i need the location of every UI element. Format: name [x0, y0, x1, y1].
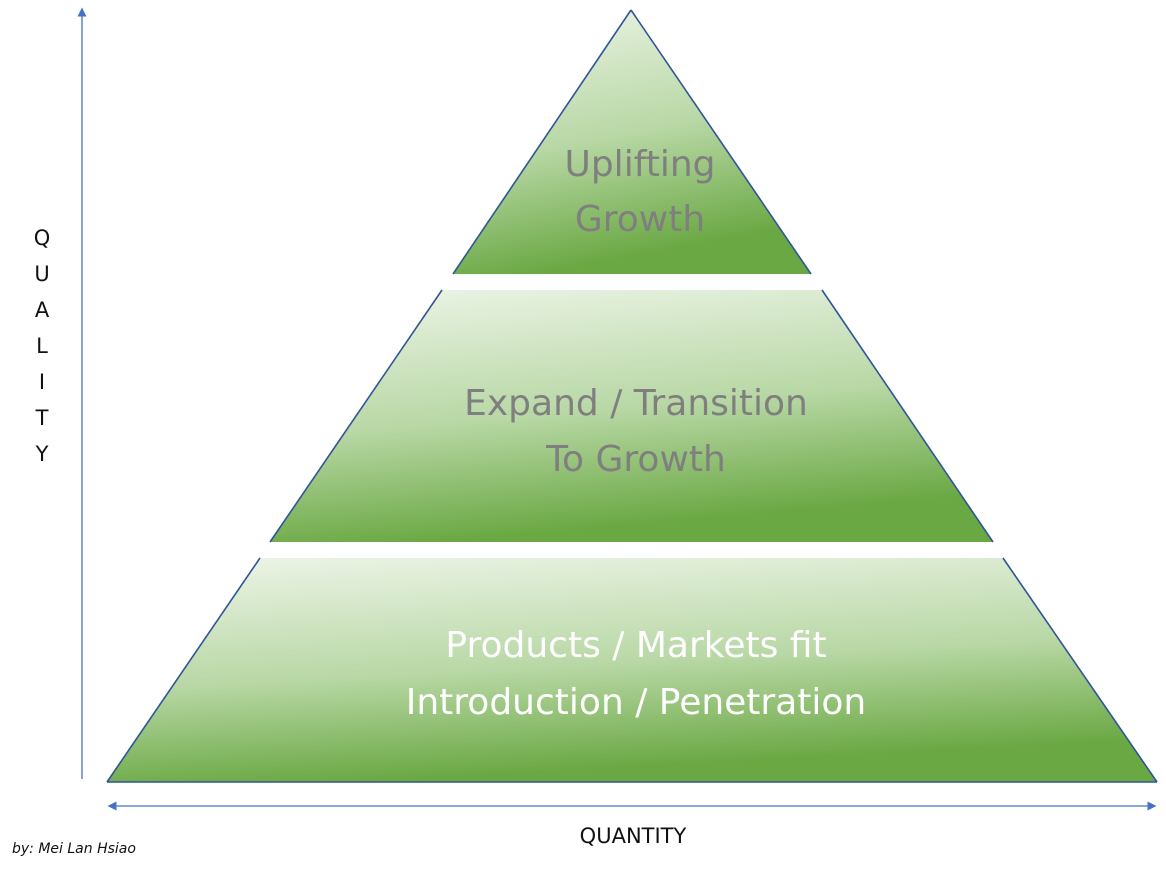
- tier-top-label-2: Growth: [575, 199, 705, 240]
- outline-top-left: [452, 9, 632, 275]
- tier-top-label-1: Uplifting: [564, 144, 715, 185]
- y-axis-letter: Q: [34, 226, 51, 250]
- x-axis-label: QUANTITY: [580, 824, 687, 848]
- tier-bottom-label-1: Products / Markets fit: [445, 625, 826, 666]
- y-axis-label: Q U A L I T Y: [34, 226, 51, 466]
- y-axis-letter: U: [34, 262, 49, 286]
- y-axis-letter: L: [36, 334, 48, 358]
- tier-middle-label-2: To Growth: [545, 439, 726, 480]
- tier-bottom-shape: [107, 558, 1157, 782]
- tier-middle-shape: [270, 290, 993, 542]
- tier-top-shape: [453, 10, 811, 274]
- y-axis-letter: A: [35, 298, 50, 322]
- y-axis-letter: I: [39, 370, 45, 394]
- tier-bottom-label-2: Introduction / Penetration: [406, 682, 867, 723]
- outline-bottom-left: [106, 557, 261, 783]
- pyramid: [106, 9, 1158, 783]
- tier-middle-label-1: Expand / Transition: [464, 383, 808, 424]
- outline-middle-left: [269, 289, 443, 543]
- y-axis-letter: T: [35, 406, 49, 430]
- outline-middle-right: [821, 289, 994, 543]
- outline-bottom-right: [1002, 557, 1158, 783]
- author-credit: by: Mei Lan Hsiao: [12, 841, 136, 857]
- y-axis-letter: Y: [35, 442, 49, 466]
- outline-top-right: [630, 9, 812, 275]
